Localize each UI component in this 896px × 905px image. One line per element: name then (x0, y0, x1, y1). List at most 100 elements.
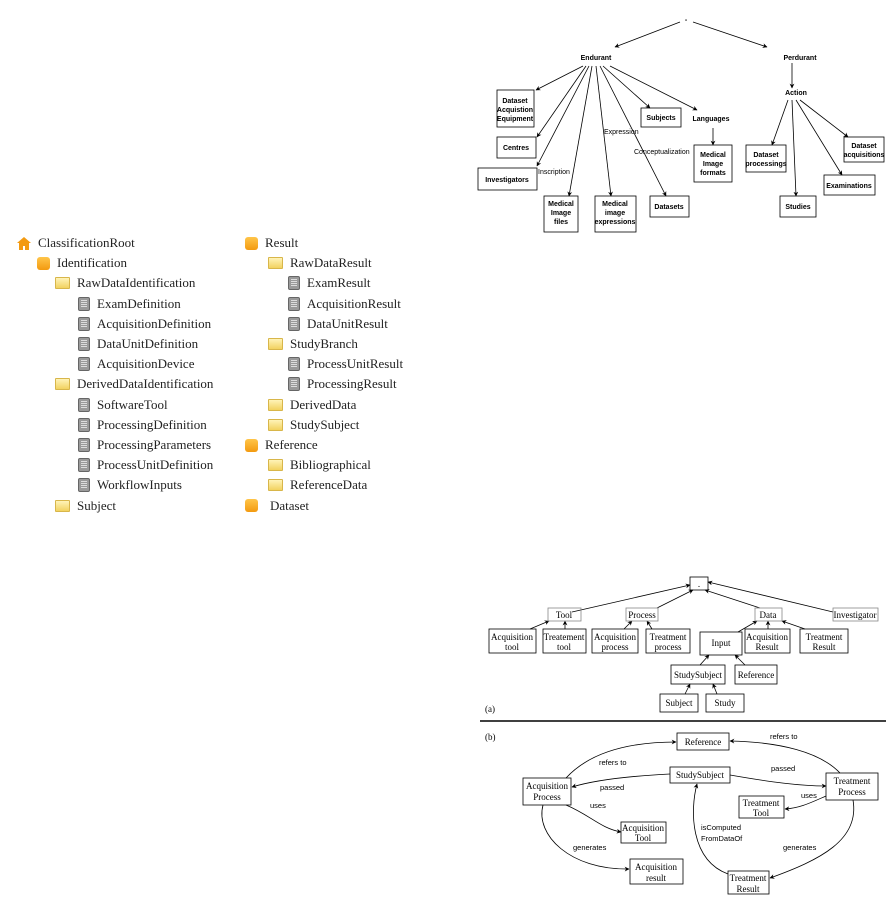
tree-item[interactable]: ProcessingParameters (78, 436, 211, 454)
document-icon (288, 316, 300, 331)
tree-item-label: ProcessUnitDefinition (97, 457, 214, 473)
rel-acqres-2: result (646, 873, 666, 883)
class-icon (245, 499, 258, 513)
tree-item[interactable]: StudyBranch (268, 335, 358, 353)
tree-item[interactable]: SoftwareTool (78, 396, 168, 414)
folder-icon (55, 277, 70, 290)
node-dacq-1: Dataset (851, 143, 877, 150)
edge-label-inscription: Inscription (538, 169, 570, 176)
rel-treattool-1: Treatment (743, 798, 780, 808)
node-equip-2: Acquistion (497, 107, 533, 114)
tree-item[interactable]: ClassificationRoot (17, 234, 135, 252)
hier-tool: Tool (556, 610, 573, 620)
tree-item[interactable]: DataUnitDefinition (78, 335, 198, 353)
document-icon (78, 316, 90, 331)
node-examinations: Examinations (826, 183, 872, 190)
tree-item[interactable]: DerivedDataIdentification (55, 375, 213, 393)
tree-item-label: Dataset (270, 497, 309, 513)
node-mif-2: Image (551, 210, 571, 217)
tree-item-label: ReferenceData (290, 477, 368, 493)
document-icon (78, 417, 90, 432)
tree-item[interactable]: ExamResult (288, 274, 371, 292)
tree-item[interactable]: ProcessUnitDefinition (78, 456, 213, 474)
caption-b: (b) (485, 732, 496, 742)
node-languages: Languages (693, 116, 730, 123)
tree-item[interactable]: ExamDefinition (78, 295, 181, 313)
tree-item-label: AcquisitionDevice (97, 356, 195, 372)
folder-icon (268, 459, 283, 472)
hier-acqproc-1: Acquisition (594, 632, 636, 642)
document-icon (78, 478, 90, 493)
document-icon (288, 357, 300, 372)
edge-refers-to-2: refers to (770, 732, 798, 741)
tree-item[interactable]: ReferenceData (268, 476, 367, 494)
tree-item[interactable]: ProcessingResult (288, 375, 397, 393)
document-icon (288, 276, 300, 291)
rel-acqres-1: Acquisition (635, 862, 677, 872)
tree-item-label: AcquisitionResult (307, 295, 401, 311)
tree-item-label: DerivedData (290, 396, 357, 412)
tree-item-label: Subject (77, 497, 116, 513)
edge-generates-2: generates (783, 843, 817, 852)
hier-treatres-2: Result (812, 642, 836, 652)
tree-item[interactable]: ProcessingDefinition (78, 416, 207, 434)
hier-acqtool-2: tool (505, 642, 520, 652)
tree-item[interactable]: RawDataIdentification (55, 274, 195, 292)
tree-item[interactable]: ProcessUnitResult (288, 355, 403, 373)
document-icon (78, 296, 90, 311)
tree-item[interactable]: AcquisitionResult (288, 295, 401, 313)
tree-item-label: ProcessingResult (307, 376, 397, 392)
node-endurant: Endurant (581, 55, 612, 62)
home-icon (17, 236, 31, 250)
class-icon (37, 256, 50, 270)
node-mie-2: image (605, 210, 625, 217)
tree-item[interactable]: Reference (245, 436, 318, 454)
node-mifmt-3: formats (700, 170, 726, 177)
hier-data: Data (760, 610, 777, 620)
hierarchy-diagram (488, 576, 879, 713)
node-mie-1: Medical (602, 201, 628, 208)
tree-item[interactable]: Bibliographical (268, 456, 371, 474)
tree-item[interactable]: DataUnitResult (288, 315, 388, 333)
tree-item[interactable]: Dataset (245, 497, 309, 515)
tree-item-label: StudySubject (290, 416, 360, 432)
rel-acqtool-1: Acquisition (622, 823, 664, 833)
hier-reference: Reference (738, 670, 774, 680)
tree-item[interactable]: StudySubject (268, 416, 359, 434)
tree-item[interactable]: RawDataResult (268, 254, 372, 272)
node-perdurant: Perdurant (783, 55, 817, 62)
hier-treatproc-1: Treatment (650, 632, 687, 642)
rel-reference: Reference (685, 737, 721, 747)
folder-icon (268, 479, 283, 492)
node-mifmt-2: Image (703, 161, 723, 168)
tree-item[interactable]: AcquisitionDevice (78, 355, 194, 373)
class-icon (245, 438, 258, 452)
tree-item[interactable]: Identification (37, 254, 127, 272)
node-dacq-2: acquisitions (844, 152, 885, 159)
document-icon (288, 296, 300, 311)
tree-item-label: RawDataIdentification (77, 275, 196, 291)
tree-item-label: DataUnitDefinition (97, 336, 199, 351)
rel-acqproc-2: Process (533, 792, 561, 802)
hier-acqres-1: Acquisition (746, 632, 788, 642)
tree-item[interactable]: AcquisitionDefinition (78, 315, 211, 333)
tree-item[interactable]: WorkflowInputs (78, 476, 182, 494)
folder-icon (55, 499, 70, 512)
tree-item[interactable]: Result (245, 234, 298, 252)
rel-treatres-2: Result (736, 884, 760, 894)
rel-treattool-2: Tool (753, 808, 770, 818)
node-subjects: Subjects (646, 115, 675, 122)
node-investigators: Investigators (485, 177, 529, 184)
tree-item[interactable]: Subject (55, 497, 116, 515)
tree-item[interactable]: DerivedData (268, 396, 356, 414)
hier-treattool-2: tool (557, 642, 572, 652)
tree-item-label: ExamDefinition (97, 295, 181, 311)
hier-study: Study (714, 698, 736, 708)
hier-investigator: Investigator (834, 610, 877, 620)
edge-iscomputed-2: FromDataOf (701, 834, 743, 843)
hier-process: Process (628, 610, 656, 620)
rel-treatres-1: Treatment (730, 873, 767, 883)
node-studies: Studies (785, 204, 810, 211)
hier-treatproc-2: process (655, 642, 682, 652)
